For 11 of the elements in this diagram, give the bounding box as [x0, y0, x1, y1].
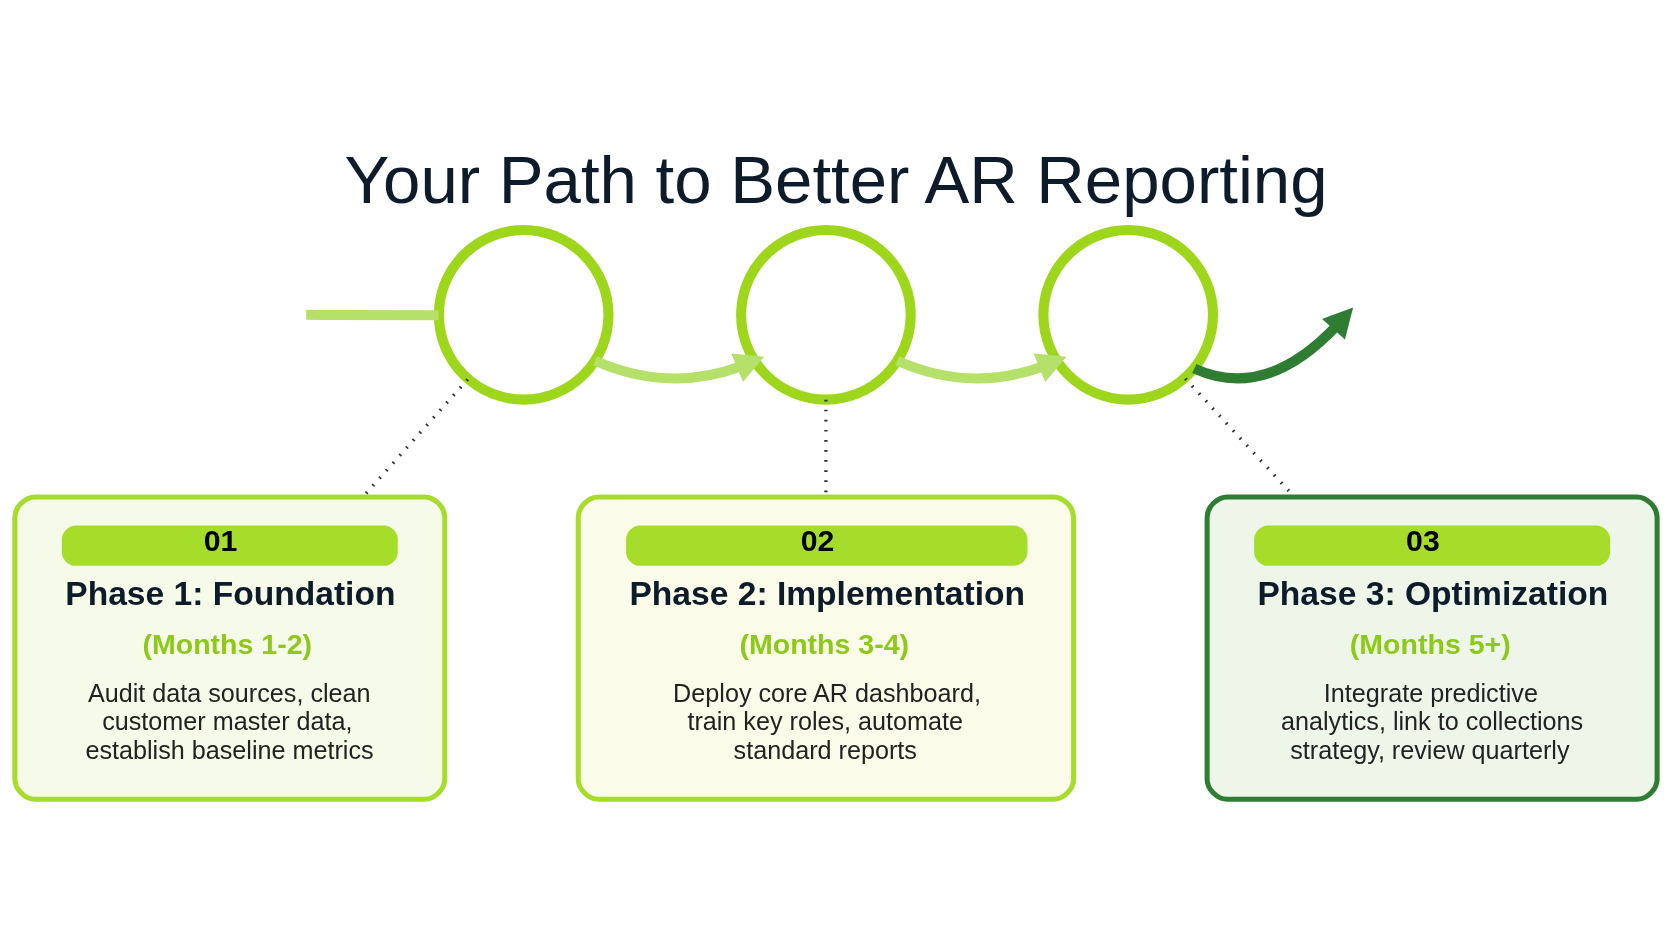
- node-box: 03 Phase 3: Optimization (Months 5+) Integrate predictive analytics, link to collections strategy, review quarterly: [1204, 494, 1660, 802]
- node-circle: [736, 224, 916, 405]
- arrow: [593, 353, 765, 383]
- node-circle: [433, 224, 614, 405]
- node-box: 02 Phase 2: Implementation (Months 3-4) Deploy core AR dashboard, train key roles, automate standard reports: [575, 494, 1077, 802]
- node-box: 01 Phase 1: Foundation (Months 1-2) Audit data sources, clean customer master data, establish baseline metrics: [12, 494, 448, 802]
- arrow: [1192, 306, 1354, 383]
- arrow: [895, 353, 1067, 383]
- diagram-title: Your Path to Better AR Reporting: [344, 141, 1328, 217]
- node-circle: [1038, 224, 1218, 405]
- connector: [306, 309, 439, 320]
